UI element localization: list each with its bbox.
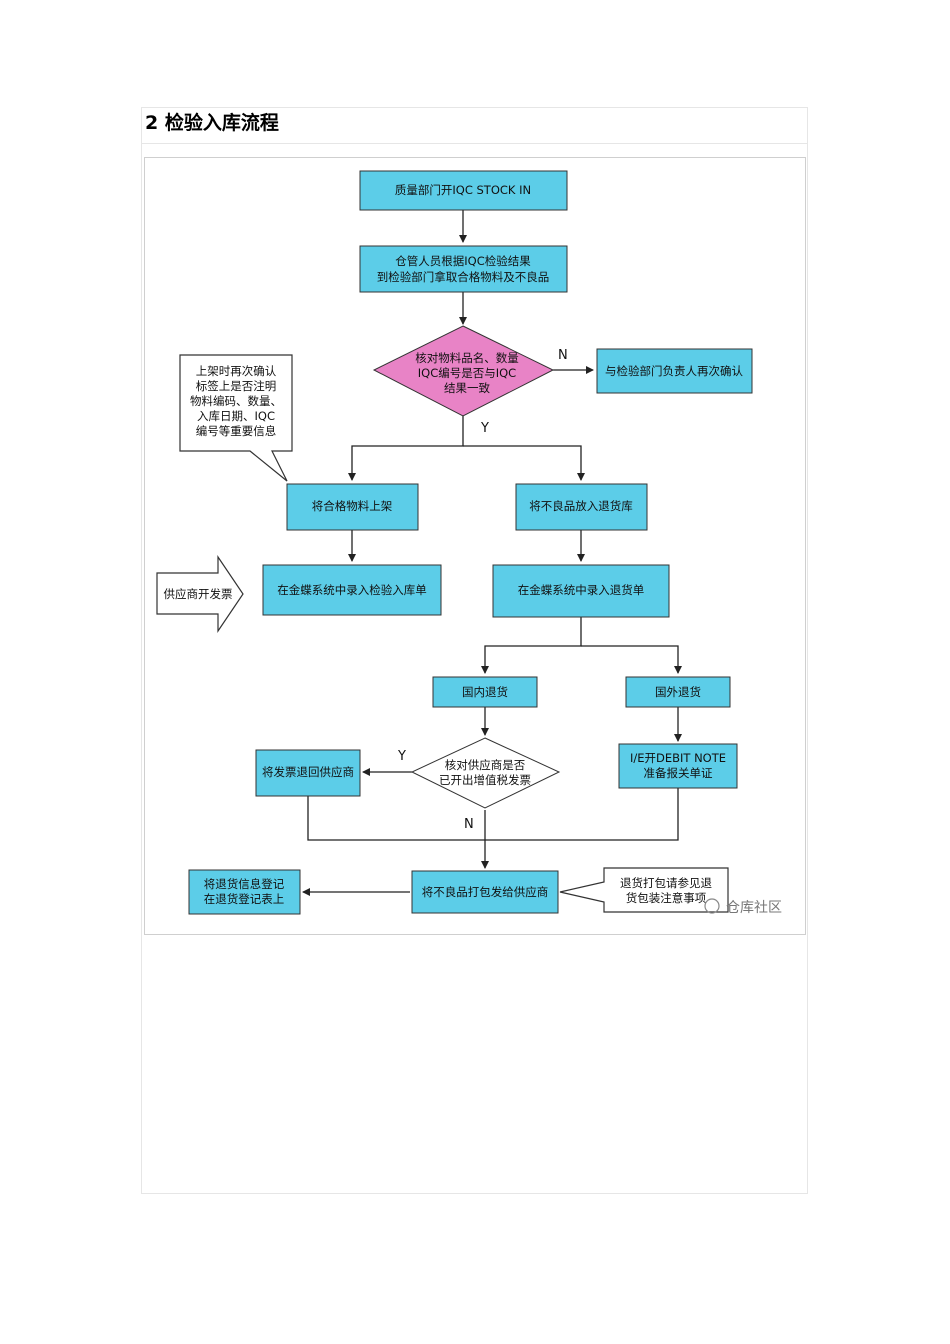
connectors xyxy=(302,210,682,896)
node-foreign: 国外退货 xyxy=(625,676,731,708)
node-debit: I/E开DEBIT NOTE 准备报关单证 xyxy=(618,743,738,789)
callout1-line4: 入库日期、IQC xyxy=(197,409,275,423)
node-record-line1: 将退货信息登记 xyxy=(204,877,285,891)
node-foreign-text: 国外退货 xyxy=(655,685,701,699)
branch-label-y2: Y xyxy=(397,749,406,764)
callout2-line2: 货包装注意事项 xyxy=(626,891,707,905)
node-invoice-back-text: 将发票退回供应商 xyxy=(262,765,354,779)
callout-shelf-check: 上架时再次确认 标签上是否注明 物料编码、数量、 入库日期、IQC 编号等重要信… xyxy=(179,354,293,482)
node-record: 将退货信息登记 在退货登记表上 xyxy=(188,869,301,915)
connector-d1-return-store xyxy=(463,445,585,481)
node-debit-line2: 准备报关单证 xyxy=(644,766,713,780)
decision-d1-line2: IQC编号是否与IQC xyxy=(418,366,516,380)
wechat-logo-icon xyxy=(704,898,720,914)
node-shelf: 将合格物料上架 xyxy=(286,483,419,531)
branch-label-n: N xyxy=(558,348,568,363)
node-return-store-text: 将不良品放入退货库 xyxy=(529,499,633,513)
branch-label-y: Y xyxy=(480,421,489,436)
branch-label-n2: N xyxy=(464,817,474,832)
node-recheck-text: 与检验部门负责人再次确认 xyxy=(605,364,743,378)
section-heading: 2 检验入库流程 xyxy=(145,112,279,134)
decision-d2: 核对供应商是否 已开出增值税发票 xyxy=(410,737,561,809)
watermark: 仓库社区 xyxy=(704,898,782,916)
node-n2-line1: 仓管人员根据IQC检验结果 xyxy=(395,254,531,268)
decision-d1-line1: 核对物料品名、数量 xyxy=(415,351,519,365)
node-n2-line2: 到检验部门拿取合格物料及不良品 xyxy=(377,270,550,284)
node-return-store: 将不良品放入退货库 xyxy=(515,483,648,531)
node-entry-in-text: 在金蝶系统中录入检验入库单 xyxy=(277,583,427,597)
node-n1-text: 质量部门开IQC STOCK IN xyxy=(395,183,531,197)
connector-invoice-merge xyxy=(307,796,485,841)
supplier-invoice-text: 供应商开发票 xyxy=(164,587,233,601)
node-entry-in: 在金蝶系统中录入检验入库单 xyxy=(262,564,442,616)
connector-debit-merge xyxy=(485,788,679,841)
watermark-text: 仓库社区 xyxy=(726,900,782,916)
node-shelf-text: 将合格物料上架 xyxy=(312,499,393,513)
node-pack-text: 将不良品打包发给供应商 xyxy=(422,885,549,899)
heading-divider xyxy=(141,143,808,144)
connector-entry-foreign xyxy=(581,645,682,674)
node-pack: 将不良品打包发给供应商 xyxy=(411,870,559,914)
node-invoice-back: 将发票退回供应商 xyxy=(255,749,361,797)
node-record-line2: 在退货登记表上 xyxy=(204,892,285,906)
node-n2: 仓管人员根据IQC检验结果 到检验部门拿取合格物料及不良品 xyxy=(359,245,568,293)
node-debit-line1: I/E开DEBIT NOTE xyxy=(630,751,726,765)
decision-d1-line3: 结果一致 xyxy=(444,381,490,395)
decision-d2-line1: 核对供应商是否 xyxy=(445,758,526,772)
callout1-line3: 物料编码、数量、 xyxy=(190,394,282,408)
connector-entry-domestic xyxy=(481,617,582,674)
page-frame xyxy=(141,107,808,1194)
callout1-line5: 编号等重要信息 xyxy=(196,424,277,438)
node-recheck: 与检验部门负责人再次确认 xyxy=(596,348,753,394)
connector-d1-shelf xyxy=(348,416,464,481)
callout-packing-note: 退货打包请参见退 货包装注意事项 xyxy=(559,867,729,913)
supplier-invoice-arrow: 供应商开发票 xyxy=(156,555,244,633)
node-domestic-text: 国内退货 xyxy=(462,685,508,699)
decision-d1: 核对物料品名、数量 IQC编号是否与IQC 结果一致 xyxy=(372,325,555,417)
callout1-line1: 上架时再次确认 xyxy=(196,364,277,378)
node-entry-return-text: 在金蝶系统中录入退货单 xyxy=(518,583,645,597)
callout2-line1: 退货打包请参见退 xyxy=(620,876,712,890)
node-domestic: 国内退货 xyxy=(432,676,538,708)
node-entry-return: 在金蝶系统中录入退货单 xyxy=(492,564,670,618)
callout1-line2: 标签上是否注明 xyxy=(196,379,277,393)
node-n1: 质量部门开IQC STOCK IN xyxy=(359,170,568,211)
decision-d2-line2: 已开出增值税发票 xyxy=(439,773,531,787)
